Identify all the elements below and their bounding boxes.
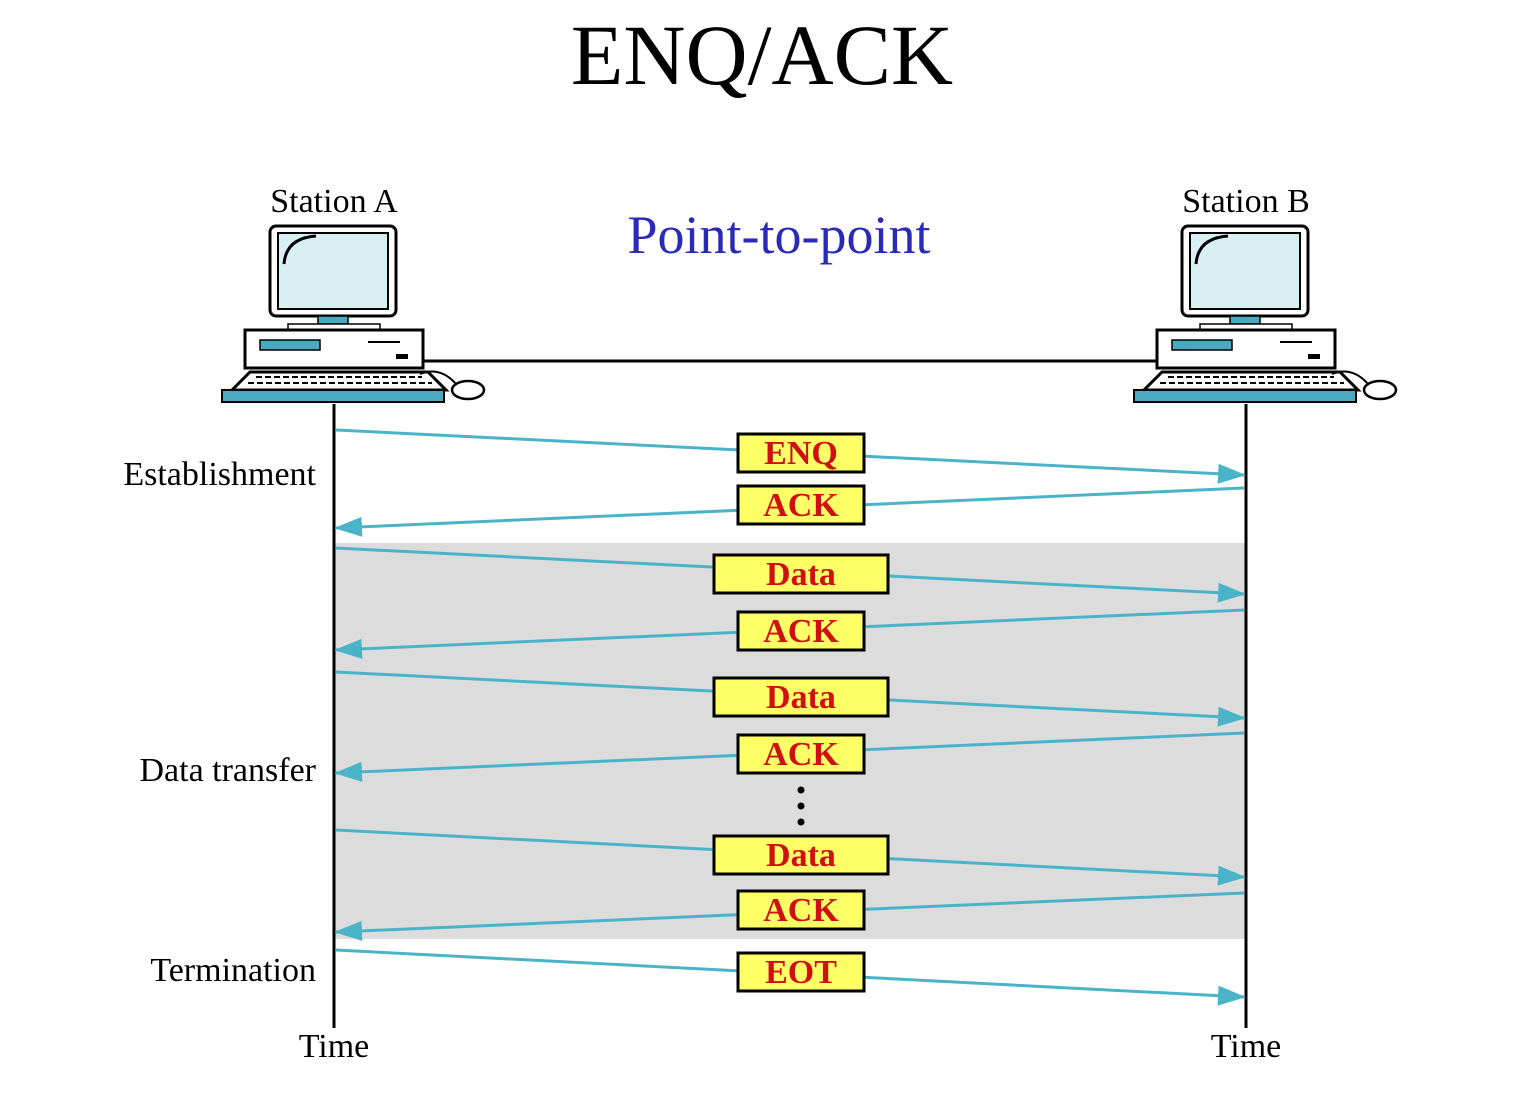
computer-icon [221, 224, 486, 403]
frame-label-eot: EOT [765, 954, 837, 991]
frame-label-ack: ACK [763, 736, 839, 773]
frame-box-data: Data [712, 676, 890, 718]
frame-label-enq: ENQ [764, 435, 838, 472]
frame-box [736, 889, 866, 931]
frame-box [736, 484, 866, 526]
frame-box [712, 553, 890, 595]
diagram-subtitle: Point-to-point [627, 205, 930, 265]
frame-label-ack: ACK [763, 613, 839, 650]
station-a-label: Station A [270, 183, 398, 220]
frame-label-data: Data [766, 837, 836, 874]
frame-box-ack: ACK [736, 610, 866, 652]
frame-box [736, 733, 866, 775]
frame-box-ack: ACK [736, 733, 866, 775]
frame-box-enq: ENQ [736, 432, 866, 474]
frame-label-ack: ACK [763, 892, 839, 929]
frame-label-data: Data [766, 556, 836, 593]
computer-icon [1133, 224, 1398, 403]
frame-box [736, 610, 866, 652]
frame-box-ack: ACK [736, 889, 866, 931]
station-a-time-label: Time [299, 1028, 370, 1065]
frame-box [712, 834, 890, 876]
phase-label-data-transfer: Data transfer [139, 752, 316, 789]
frame-label-data: Data [766, 679, 836, 716]
frame-box-ack: ACK [736, 484, 866, 526]
frame-box-data: Data [712, 834, 890, 876]
frame-box [736, 432, 866, 474]
phase-label-termination: Termination [150, 952, 316, 989]
continuation-ellipsis [797, 786, 805, 826]
frame-box-eot: EOT [736, 951, 866, 993]
phase-label-establishment: Establishment [123, 456, 316, 493]
station-b-time-label: Time [1211, 1028, 1282, 1065]
frame-box [736, 951, 866, 993]
diagram-title: ENQ/ACK [571, 7, 953, 103]
frame-box-data: Data [712, 553, 890, 595]
frame-box [712, 676, 890, 718]
frame-label-ack: ACK [763, 487, 839, 524]
station-b-label: Station B [1182, 183, 1310, 220]
